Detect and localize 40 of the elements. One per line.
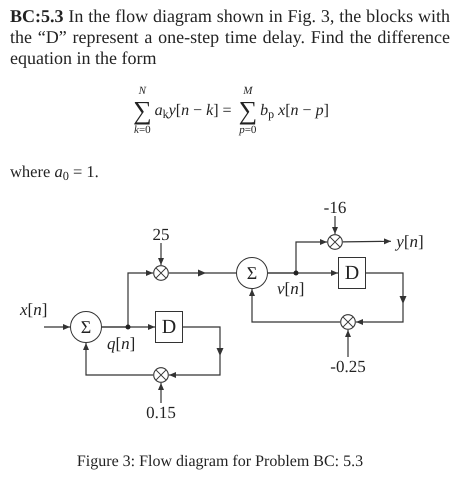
lower-limit: p=0	[239, 125, 256, 136]
note-text: where a$_{0}$ = 1.	[10, 161, 99, 185]
arrow	[169, 326, 224, 378]
arrow	[249, 289, 340, 323]
signal-text: -16	[320, 198, 350, 216]
upper-limit: N	[138, 86, 146, 97]
lower-limit: k=0	[134, 125, 151, 136]
summing-junction: Σ	[70, 311, 102, 343]
summation-sign: ∑	[133, 97, 152, 125]
signal-text: 25	[149, 225, 173, 243]
arrow	[356, 272, 406, 325]
equation-term: b$_{p}$ x[n − p]	[260, 101, 329, 123]
arrow	[169, 270, 236, 276]
upper-limit: M	[243, 86, 252, 97]
arrow	[158, 383, 164, 403]
arrow	[343, 238, 391, 244]
problem-text: BC:5.3 In the flow diagram shown in Fig. 3, the blocks with the “D” represent a one-step time delay. Find the difference equation in the form	[10, 6, 450, 69]
arrow	[44, 324, 70, 330]
arrow	[83, 343, 153, 376]
arrow	[332, 216, 338, 234]
signal-label: x[n]	[20, 300, 48, 320]
equation-term: a$_{k}$y[n − k] =	[154, 101, 232, 123]
summing-junction: Σ	[236, 257, 268, 289]
multiplier-circle	[327, 234, 343, 250]
signal-label: q[n]	[107, 334, 136, 354]
signal-text: -0.25	[325, 357, 371, 375]
arrow	[268, 239, 327, 274]
multiplier-circle	[153, 265, 169, 281]
signal-label: v[n]	[277, 279, 304, 299]
arrow	[345, 330, 351, 357]
multiplier-circle	[153, 367, 169, 383]
delay-block: D	[338, 257, 366, 289]
arrow	[158, 243, 164, 265]
arrow	[102, 270, 153, 328]
summation-sign: ∑	[238, 97, 258, 125]
figure-caption: Figure 3: Flow diagram for Problem BC: 5.3	[76, 452, 364, 472]
multiplier-circle	[340, 314, 356, 330]
signal-text: y[n]	[391, 231, 429, 251]
delay-block: D	[155, 311, 183, 343]
signal-text: 0.15	[143, 403, 179, 421]
